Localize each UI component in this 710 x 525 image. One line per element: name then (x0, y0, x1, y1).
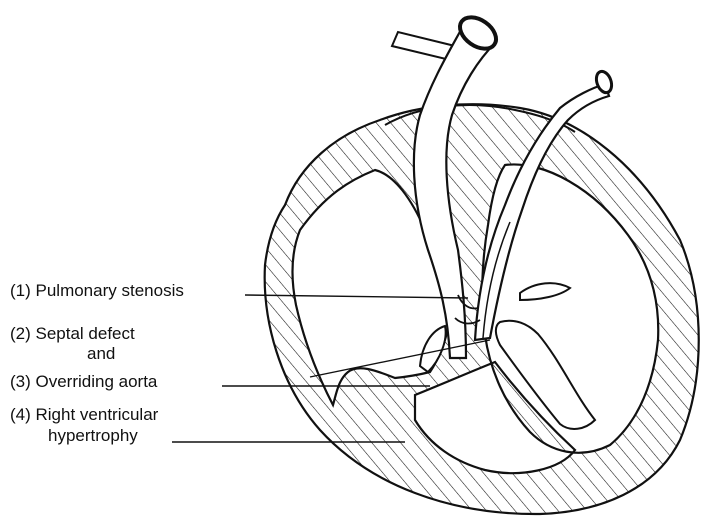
label-and: and (87, 344, 115, 363)
label-overriding-aorta: (3) Overriding aorta (10, 372, 157, 391)
label-rv-hypertrophy-line2: hypertrophy (48, 426, 138, 445)
leaflet-right (520, 283, 570, 300)
label-pulmonary-stenosis: (1) Pulmonary stenosis (10, 281, 184, 300)
ventricular-septum (496, 321, 595, 429)
label-septal-defect: (2) Septal defect (10, 324, 135, 343)
label-rv-hypertrophy-line1: (4) Right ventricular (10, 405, 158, 424)
